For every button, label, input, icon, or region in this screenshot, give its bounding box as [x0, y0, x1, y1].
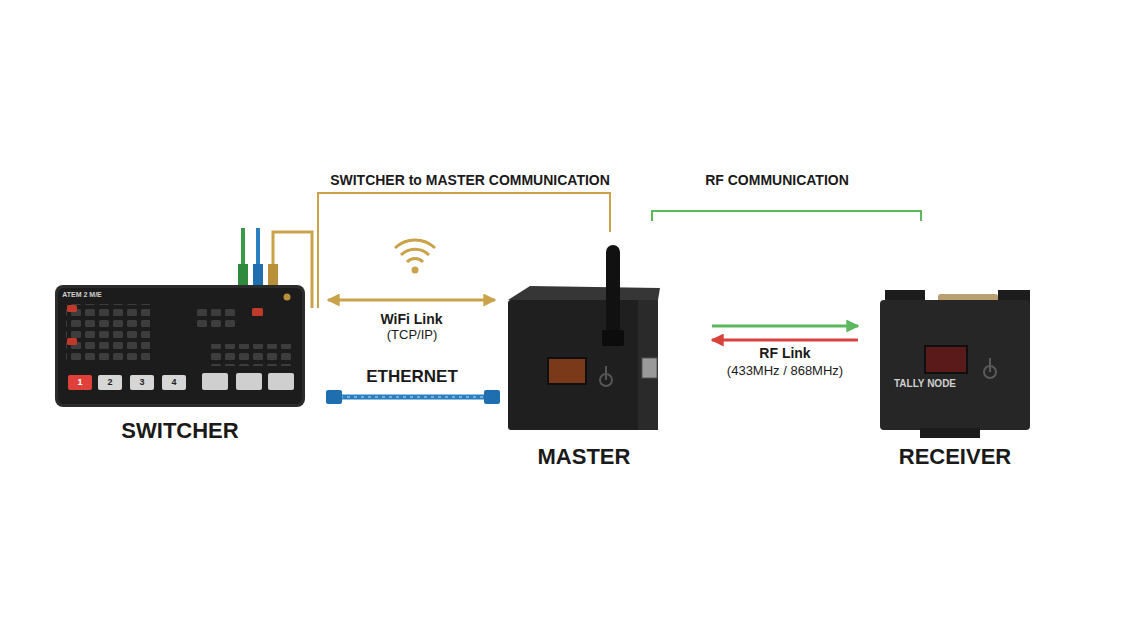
button-grid — [210, 344, 294, 366]
text-label: (433MHz / 868MHz) — [727, 364, 843, 379]
text-label: ETHERNET — [366, 367, 458, 387]
button-icon — [605, 366, 607, 380]
text-label: 1 — [77, 377, 82, 387]
communication-bracket — [652, 211, 921, 221]
oled-screen — [548, 358, 586, 384]
cable-plug — [238, 264, 248, 286]
button-grid — [66, 304, 150, 360]
link-arrow — [712, 325, 858, 328]
master-top — [508, 286, 660, 300]
wifi-symbol — [401, 249, 429, 255]
master-side — [638, 300, 658, 430]
network-cable — [241, 228, 245, 268]
receiver-body — [880, 300, 1030, 430]
receiver-mount — [920, 428, 980, 438]
small-button — [67, 305, 77, 312]
device-node: RECEIVER — [880, 290, 1030, 430]
device-name: SWITCHER — [0, 418, 365, 444]
button-icon — [989, 358, 991, 372]
transition-button — [202, 373, 228, 390]
device-node: MASTER — [508, 288, 660, 430]
antenna-base — [602, 330, 624, 346]
link-arrow — [328, 299, 495, 302]
device-name: RECEIVER — [820, 444, 1090, 470]
link-label: WiFi Link — [380, 311, 442, 327]
brand-logo — [284, 294, 291, 301]
wifi-symbol — [395, 240, 435, 248]
cable-plug — [253, 264, 263, 286]
text-label: SWITCHER to MASTER COMMUNICATION — [330, 172, 610, 188]
transition-button — [268, 373, 294, 390]
text-label: 2 — [107, 377, 112, 387]
ethernet-cable — [340, 397, 486, 398]
program-button — [130, 375, 154, 390]
network-cable — [256, 228, 260, 268]
ethernet-port — [642, 358, 657, 378]
switcher-body — [55, 285, 305, 407]
text-label: 3 — [139, 377, 144, 387]
small-button — [67, 338, 77, 345]
wifi-symbol — [407, 259, 423, 262]
small-button — [252, 308, 263, 316]
device-node: SWITCHER — [55, 285, 305, 407]
text-label: 4 — [171, 377, 176, 387]
cable-plug — [268, 264, 278, 286]
transition-button — [236, 373, 262, 390]
master-body — [508, 300, 658, 430]
cable-plug — [326, 390, 342, 404]
switcher-panel — [58, 288, 302, 404]
link-label: RF Link — [759, 345, 810, 361]
ethernet-cable — [340, 395, 486, 400]
text-label: TALLY NODE — [894, 378, 956, 390]
cable-plug — [484, 390, 500, 404]
program-button — [162, 375, 186, 390]
text-label: (TCP/IP) — [387, 328, 438, 343]
button-grid — [196, 306, 238, 330]
device-name: MASTER — [448, 444, 720, 470]
program-button — [68, 375, 92, 390]
text-label: ATEM 2 M/E — [62, 291, 102, 299]
link-arrow — [712, 339, 858, 342]
program-button — [98, 375, 122, 390]
oled-screen — [925, 346, 967, 373]
wifi-symbol — [412, 267, 419, 274]
text-label: RF COMMUNICATION — [705, 172, 849, 188]
